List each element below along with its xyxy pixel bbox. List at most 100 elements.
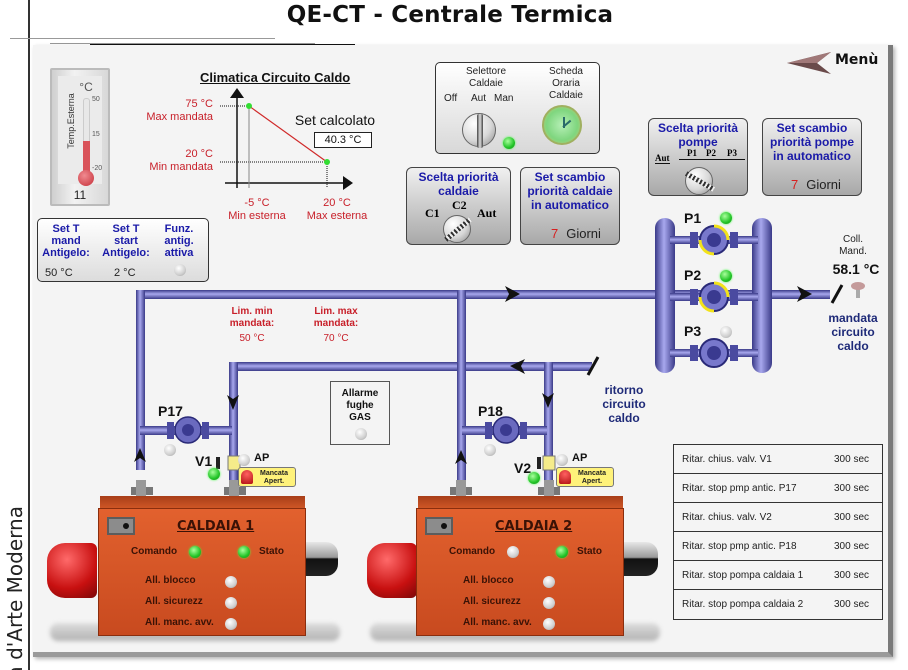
max-esterna-label: Max esterna xyxy=(306,210,368,222)
priorita-caldaie-c2[interactable]: C2 xyxy=(452,198,467,212)
priorita-pompe-knob[interactable] xyxy=(684,167,716,195)
manifold-left xyxy=(655,218,675,373)
delay-value: 300 sec xyxy=(834,483,870,494)
priorita-caldaie-panel: Scelta priorità caldaie C1 C2 Aut xyxy=(406,167,511,245)
valve-v1-warning-text: Mancata Apert. xyxy=(259,470,288,485)
pipe-end-mark xyxy=(830,284,844,304)
selettore-led xyxy=(503,137,515,149)
pipe-boiler2-return xyxy=(457,290,466,480)
delay-name: Ritar. chius. valv. V2 xyxy=(682,512,772,523)
scambio-pompe-panel[interactable]: Set scambio priorità pompe in automatico… xyxy=(762,118,862,196)
climatica-y-arrow xyxy=(230,88,244,98)
temp-probe-head xyxy=(851,282,865,290)
delay-name: Ritar. stop pompa caldaia 2 xyxy=(682,599,804,610)
allarme-gas-label: Allarme fughe GAS xyxy=(341,388,379,423)
climatica-curve xyxy=(220,88,353,190)
scambio-caldaie-panel[interactable]: Set scambio priorità caldaie in automati… xyxy=(520,167,620,245)
thermometer-tick: -20 xyxy=(92,165,103,172)
collettore-label: Coll. Mand. xyxy=(839,234,867,257)
priorita-caldaie-title: Scelta priorità caldaie xyxy=(418,170,499,198)
climatica-point-max xyxy=(246,103,252,109)
boiler-caldaia-2: CALDAIA 2 Comando Stato All. blocco All.… xyxy=(416,508,624,636)
thermometer-face: °C 50 15 -20 Temp.Esterna xyxy=(58,76,103,186)
climatica-title: Climatica Circuito Caldo xyxy=(200,70,351,85)
selettore-option-man[interactable]: Man xyxy=(494,93,514,104)
scambio-caldaie-days-value: 7 xyxy=(551,226,559,241)
max-esterna-value: 20 °C xyxy=(323,197,351,209)
menu-label: Menù xyxy=(835,52,879,68)
boiler2-burner xyxy=(367,543,417,598)
boiler2-switch[interactable] xyxy=(425,517,453,535)
delay-value: 300 sec xyxy=(834,570,870,581)
antigelo-start-header: Set T start Antigelo: xyxy=(102,223,150,259)
pump-p3-label: P3 xyxy=(684,323,702,339)
priorita-pompe-aut[interactable]: Aut xyxy=(655,153,670,164)
boiler1-alarm-led xyxy=(225,597,237,609)
scambio-pompe-title: Set scambio priorità pompe in automatico xyxy=(769,121,854,163)
pump-p2-led xyxy=(720,270,732,282)
selettore-title: Selettore Caldaie xyxy=(465,66,507,89)
flow-arrow xyxy=(510,359,525,374)
priorita-pompe-p1[interactable]: P1 xyxy=(687,148,697,158)
selettore-option-off[interactable]: Off xyxy=(444,93,458,104)
boiler1-switch[interactable] xyxy=(107,517,135,535)
scambio-caldaie-title: Set scambio priorità caldaie in automati… xyxy=(527,170,613,212)
boiler2-stato-led xyxy=(556,546,568,558)
menu-button[interactable]: Menù xyxy=(783,48,883,78)
climatica-point-min xyxy=(324,159,330,165)
valve-v1-led xyxy=(208,468,220,480)
min-mandata-label: Min mandata xyxy=(149,161,213,173)
flow-arrow xyxy=(505,286,520,302)
clock-icon[interactable] xyxy=(542,105,582,145)
thermometer-fill xyxy=(83,141,90,178)
pump-p1-led xyxy=(720,212,732,224)
side-strip: G.A.M. Galleria d'Arte Moderna xyxy=(0,0,30,670)
valve-v1-warning: Mancata Apert. xyxy=(238,467,296,487)
boiler1-alarm-led xyxy=(225,576,237,588)
boiler1-stato-led xyxy=(238,546,250,558)
selettore-knob[interactable] xyxy=(462,113,496,148)
priorita-caldaie-aut[interactable]: Aut xyxy=(477,206,497,220)
priorita-caldaie-knob[interactable] xyxy=(443,215,472,243)
boiler2-top xyxy=(418,496,623,510)
lim-min-label: Lim. min mandata: xyxy=(229,306,275,329)
delay-value: 300 sec xyxy=(834,512,870,523)
selettore-option-aut[interactable]: Aut xyxy=(471,93,487,104)
scheda-oraria-title: Scheda Oraria Caldaie xyxy=(549,66,583,101)
title-divider xyxy=(50,43,315,44)
antigelo-mand-header: Set T mand Antigelo: xyxy=(42,223,90,259)
antigelo-active-header: Funz. antig. attiva xyxy=(164,223,194,259)
priorita-pompe-p2[interactable]: P2 xyxy=(706,148,716,158)
boiler1-alarm-label: All. blocco xyxy=(145,575,196,586)
priorita-pompe-panel: Scelta priorità pompe Aut P1 P2 P3 xyxy=(648,118,748,196)
priorita-pompe-title: Scelta priorità pompe xyxy=(657,121,739,149)
pump-p18-led xyxy=(484,444,496,456)
antigelo-mand-value: 50 °C xyxy=(45,267,73,279)
pipe-boiler1-return xyxy=(136,290,145,470)
valve-v2-led xyxy=(528,472,540,484)
set-calcolato-label: Set calcolato xyxy=(294,112,376,128)
priorita-pompe-p3[interactable]: P3 xyxy=(727,148,737,158)
pipe-end-mark xyxy=(586,356,600,376)
boiler2-alarm-led xyxy=(543,618,555,630)
priorita-caldaie-c1[interactable]: C1 xyxy=(425,206,440,220)
antigelo-start-value: 2 °C xyxy=(114,267,136,279)
boiler2-comando-label: Comando xyxy=(449,546,496,557)
max-mandata-value: 75 °C xyxy=(185,98,213,110)
lim-max-value: 70 °C xyxy=(323,333,349,344)
antigelo-active-led xyxy=(174,264,186,276)
temp-probe xyxy=(856,286,860,298)
min-esterna-value: -5 °C xyxy=(244,197,270,209)
delay-name: Ritar. chius. valv. V1 xyxy=(682,454,772,465)
flow-arrow xyxy=(227,395,239,410)
set-calcolato-value: 40.3 °C xyxy=(314,132,372,148)
boiler1-alarm-label: All. manc. avv. xyxy=(145,617,214,628)
delay-row[interactable]: Ritar. chius. valv. V2 300 sec xyxy=(674,503,882,532)
